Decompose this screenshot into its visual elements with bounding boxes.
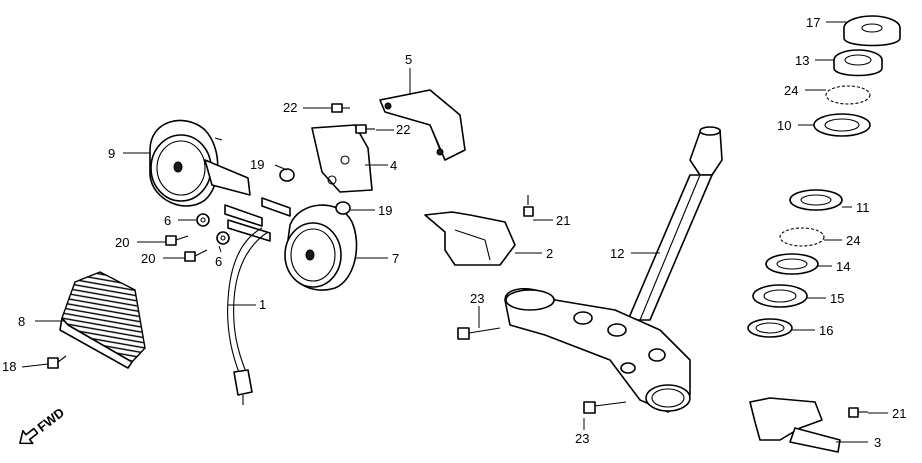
callout-10: 10	[777, 118, 791, 133]
screw-22a	[331, 103, 350, 113]
ball-bearings-lower	[779, 227, 825, 247]
washer-6b	[216, 231, 230, 245]
callout-6: 6	[164, 213, 171, 228]
seal-16	[747, 318, 793, 338]
callout-3: 3	[874, 435, 881, 450]
callout-7: 7	[392, 251, 399, 266]
cap-nut-17	[843, 15, 901, 47]
wire-harness	[227, 227, 269, 405]
bolt-21a	[523, 195, 534, 217]
callout-23: 23	[470, 291, 484, 306]
callout-22: 22	[396, 122, 410, 137]
callout-20: 20	[141, 251, 155, 266]
callout-19: 19	[378, 203, 392, 218]
race-11	[789, 189, 843, 211]
horn-bracket-5	[379, 89, 466, 161]
callout-24: 24	[846, 233, 860, 248]
race-15	[752, 284, 808, 308]
bolt-23b	[583, 401, 627, 414]
callout-11: 11	[856, 200, 870, 215]
callout-18: 18	[2, 359, 16, 374]
adjusting-nut-13	[833, 49, 883, 77]
callout-14: 14	[836, 259, 850, 274]
callout-16: 16	[819, 323, 833, 338]
bolt-20a	[165, 235, 189, 246]
bolt-23a	[457, 327, 501, 340]
callout-2: 2	[546, 246, 553, 261]
triple-clamp	[504, 288, 691, 413]
ball-bearings-upper	[825, 85, 871, 105]
callout-17: 17	[806, 15, 820, 30]
nut-19b	[335, 201, 351, 215]
callout-21: 21	[556, 213, 570, 228]
leader-lines	[21, 21, 888, 443]
horn-bracket-strips	[224, 197, 291, 242]
callout-4: 4	[390, 158, 397, 173]
callout-13: 13	[795, 53, 809, 68]
callout-23: 23	[575, 431, 589, 446]
forward-arrow: FWD	[19, 405, 68, 445]
callout-12: 12	[610, 246, 624, 261]
callout-6: 6	[215, 254, 222, 269]
callout-22: 22	[283, 100, 297, 115]
callout-21: 21	[892, 406, 906, 421]
washer-6a	[196, 213, 210, 227]
fwd-label: FWD	[35, 405, 68, 435]
bolt-18	[47, 355, 67, 369]
race-14	[765, 253, 819, 275]
horn-left	[149, 119, 251, 207]
callout-5: 5	[405, 52, 412, 67]
steering-stem	[627, 126, 723, 321]
callout-9: 9	[108, 146, 115, 161]
callout-labels: 9 6 20 20 6 22 22 5 4 19 19 7 1 8 18 2 2…	[2, 15, 906, 450]
callout-15: 15	[830, 291, 844, 306]
callout-8: 8	[18, 314, 25, 329]
screw-22b	[355, 124, 375, 134]
callout-1: 1	[259, 297, 266, 312]
bracket-2	[424, 211, 516, 266]
callout-20: 20	[115, 235, 129, 250]
horn-right	[284, 204, 358, 291]
race-10	[813, 113, 871, 137]
bracket-3	[749, 397, 841, 453]
callout-24: 24	[784, 83, 798, 98]
bolt-21b	[848, 407, 868, 418]
horn-bracket-4	[311, 124, 373, 193]
bolt-20b	[184, 249, 208, 262]
callout-19: 19	[250, 157, 264, 172]
nut-19a	[279, 168, 295, 182]
cover-panel	[59, 271, 146, 369]
